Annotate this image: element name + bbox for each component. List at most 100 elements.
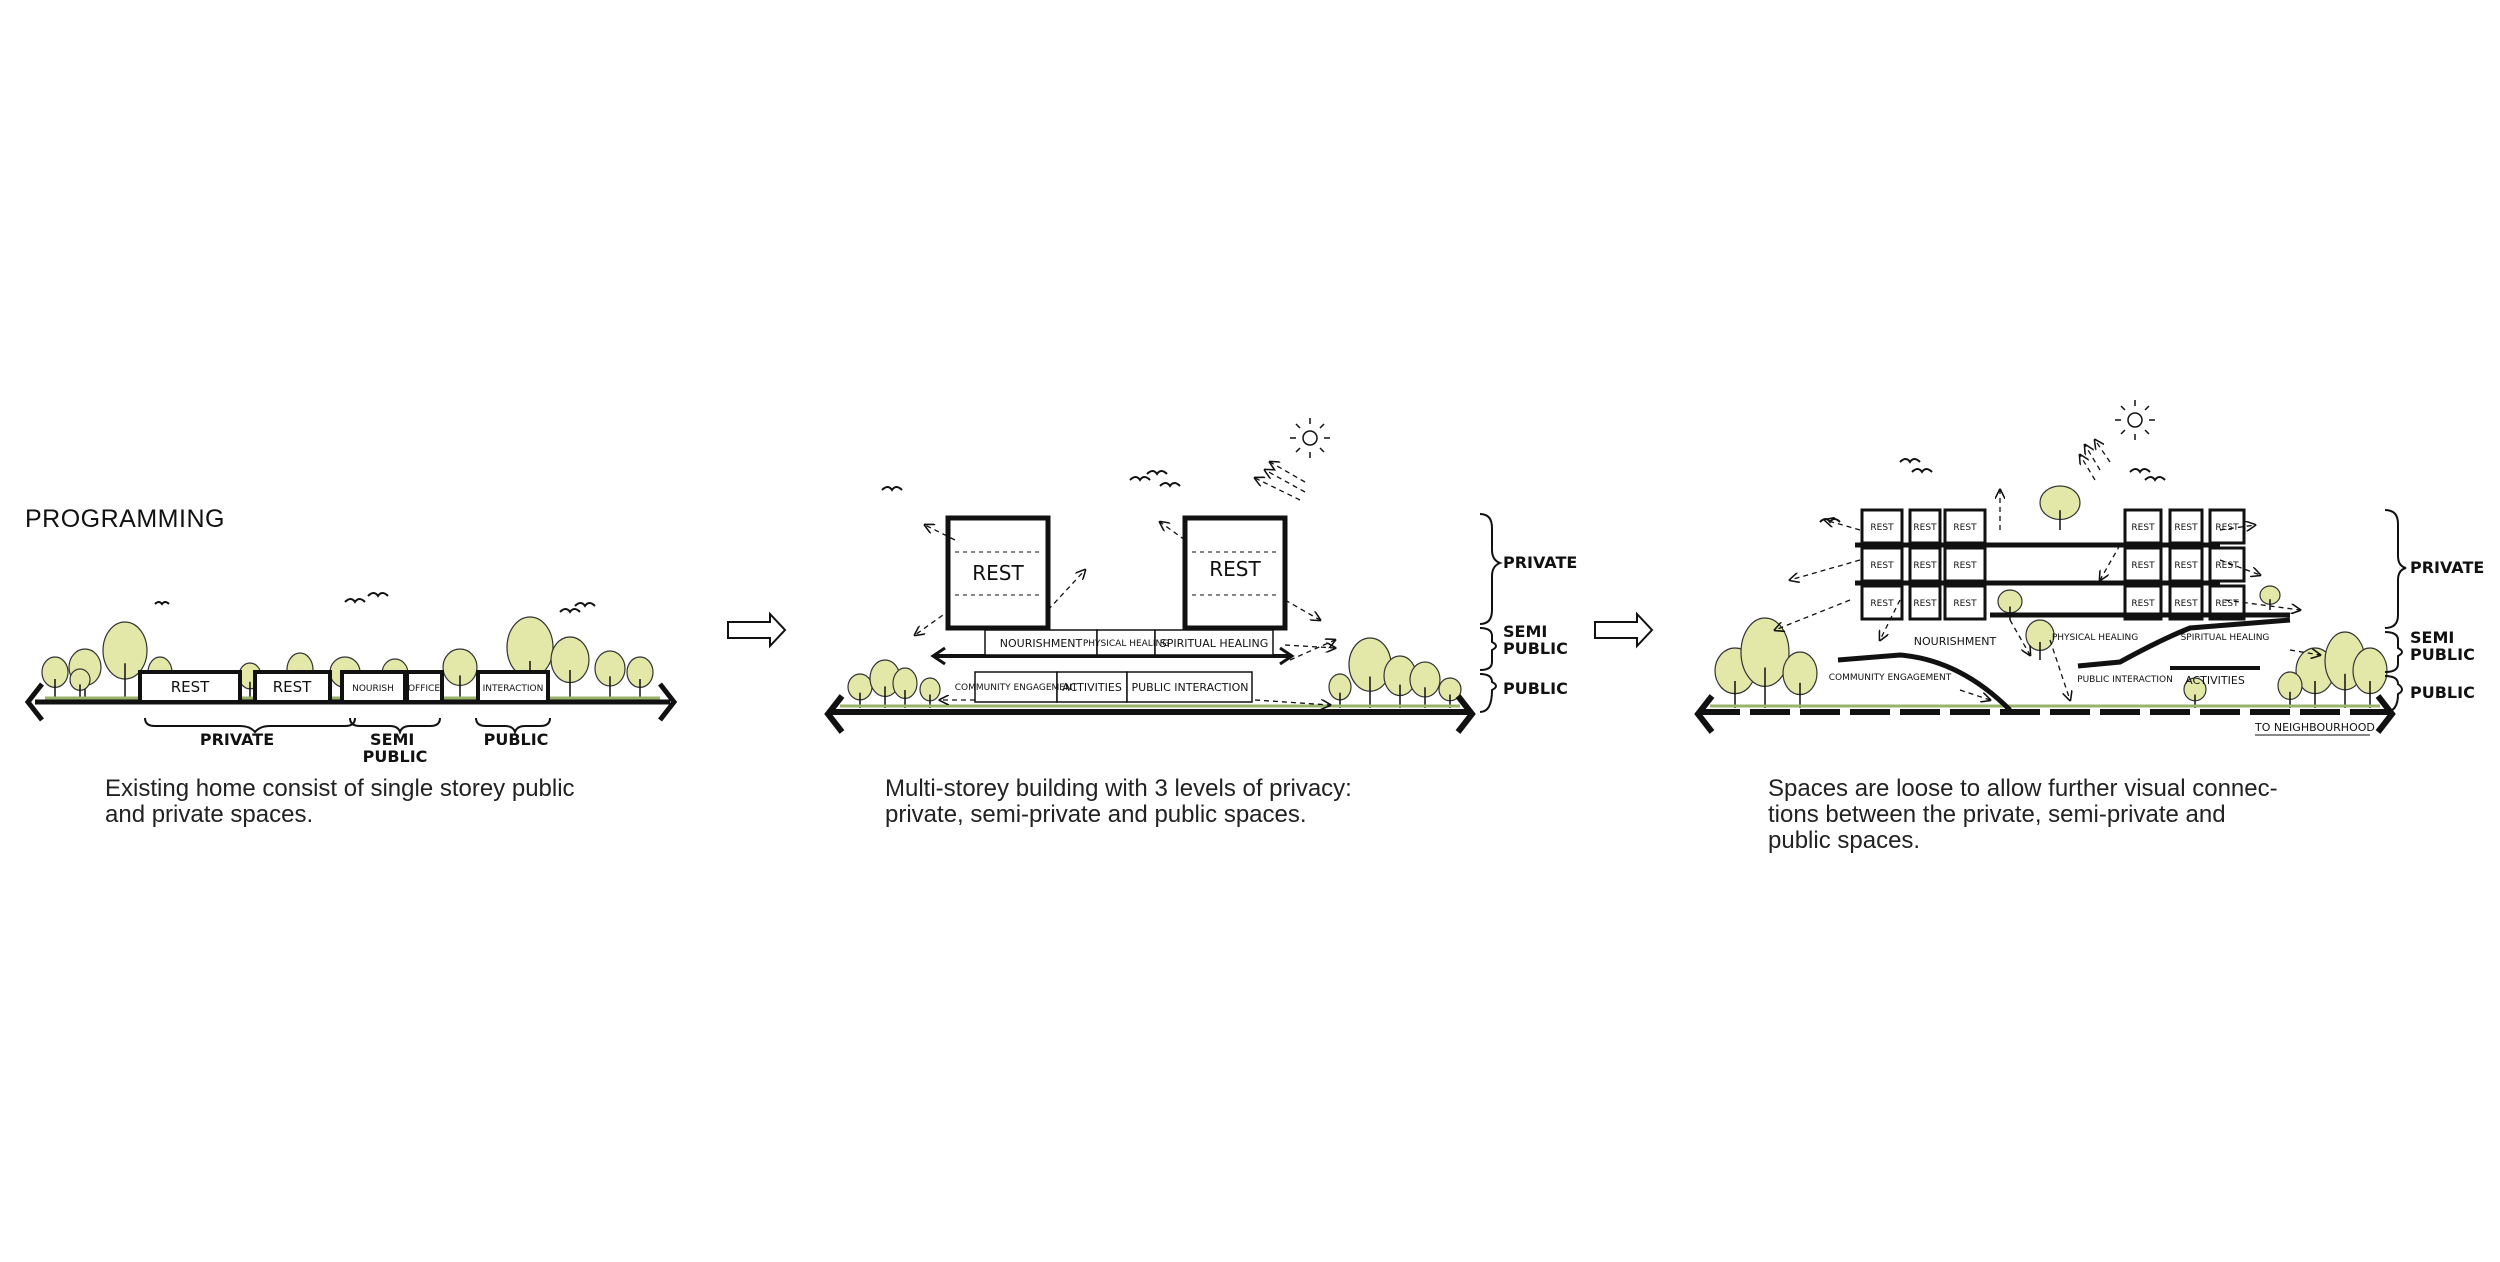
rest-label: REST bbox=[1953, 561, 1977, 571]
room-label: REST bbox=[171, 678, 210, 696]
birds bbox=[881, 470, 1181, 492]
room-label: REST bbox=[972, 561, 1024, 585]
rest-label: REST bbox=[2131, 561, 2155, 571]
room-office bbox=[405, 670, 444, 704]
page-heading: PROGRAMMING bbox=[25, 505, 225, 533]
caption-multi-storey: Multi-storey building with 3 levels of p… bbox=[885, 775, 1352, 828]
tree-icon bbox=[869, 659, 901, 708]
rest-unit bbox=[2123, 546, 2163, 583]
rest-label: REST bbox=[2131, 599, 2155, 609]
rest-label: REST bbox=[1913, 523, 1937, 533]
room-label: OFFICE bbox=[408, 684, 440, 694]
rest-unit bbox=[2208, 546, 2246, 583]
zone-line: SEMI bbox=[370, 730, 414, 749]
room-label: NOURISH bbox=[352, 684, 394, 694]
rest-label: REST bbox=[2215, 523, 2239, 533]
room-label: REST bbox=[273, 678, 312, 696]
birds bbox=[154, 592, 596, 614]
room-label: ACTIVITIES bbox=[1062, 681, 1122, 694]
rest-unit bbox=[1908, 546, 1942, 583]
rest-unit bbox=[1860, 546, 1904, 583]
rest-label: REST bbox=[1913, 599, 1937, 609]
tree-icon bbox=[919, 677, 941, 708]
rest-label: REST bbox=[2215, 561, 2239, 571]
rest-label: REST bbox=[1870, 561, 1894, 571]
tree-icon bbox=[594, 650, 626, 697]
rest-units: REST REST REST REST REST REST REST REST REST REST… bbox=[1860, 508, 2246, 621]
ground-arrow-right bbox=[658, 682, 678, 722]
rest-unit bbox=[1943, 508, 1987, 545]
tower-rest-right bbox=[1182, 515, 1288, 631]
tree-icon bbox=[442, 648, 478, 697]
diagram-existing-home: REST REST NOURISH OFFICE INTERACTION PRI… bbox=[24, 592, 678, 766]
tree-icon bbox=[2025, 619, 2055, 660]
room-label: SPIRITUAL HEALING bbox=[1160, 637, 1269, 650]
zone-label-public: PUBLIC bbox=[1503, 679, 1568, 698]
tree-icon bbox=[2183, 677, 2207, 708]
zone-label-semi-public: SEMI PUBLIC bbox=[2410, 628, 2475, 664]
zone-line: SEMI bbox=[2410, 628, 2454, 647]
room-physical-healing bbox=[1096, 629, 1156, 656]
brace-public bbox=[475, 717, 551, 736]
birds bbox=[1819, 458, 2166, 524]
room-spiritual-healing bbox=[1154, 629, 1274, 656]
tree-icon bbox=[1328, 673, 1352, 708]
zone-label-public: PUBLIC bbox=[2410, 683, 2475, 702]
room-interaction bbox=[476, 670, 550, 704]
rest-unit bbox=[1908, 584, 1942, 621]
room-label: PHYSICAL HEALING bbox=[1083, 639, 1169, 649]
tree-icon bbox=[1740, 617, 1790, 708]
rest-unit bbox=[2208, 508, 2246, 545]
zone-label-private: PRIVATE bbox=[1503, 553, 1577, 572]
rest-label: REST bbox=[1913, 561, 1937, 571]
rest-label: REST bbox=[2215, 599, 2239, 609]
zone-label-private: PRIVATE bbox=[2410, 558, 2484, 577]
tree-icon bbox=[2259, 585, 2281, 610]
program-label: NOURISHMENT bbox=[1914, 635, 1997, 648]
program-label: PHYSICAL HEALING bbox=[2052, 633, 2138, 643]
tree-icon bbox=[550, 636, 590, 697]
zone-line: SEMI bbox=[1503, 622, 1547, 641]
caption-existing-home: Existing home consist of single storey p… bbox=[105, 775, 575, 828]
ground-arrow-right bbox=[1455, 694, 1476, 734]
ground-arrow-left bbox=[824, 694, 845, 734]
ramp-right bbox=[2077, 617, 2291, 669]
tree-icon bbox=[2352, 647, 2388, 708]
brace-public bbox=[2384, 675, 2403, 713]
zone-line: PUBLIC bbox=[2410, 645, 2475, 664]
room-label: NOURISHMENT bbox=[1000, 637, 1083, 650]
trees-diagram-3 bbox=[1714, 485, 2388, 708]
program-label: COMMUNITY ENGAGEMENT bbox=[1829, 673, 1952, 683]
tree-icon bbox=[41, 656, 69, 697]
room-label: COMMUNITY ENGAGEMENT bbox=[955, 683, 1078, 693]
transition-arrow-1 bbox=[727, 611, 787, 649]
room-label: INTERACTION bbox=[483, 684, 544, 694]
program-label: ACTIVITIES bbox=[2185, 674, 2245, 687]
room-label: PUBLIC INTERACTION bbox=[1132, 681, 1249, 694]
program-label: SPIRITUAL HEALING bbox=[2181, 633, 2270, 643]
tree-icon bbox=[69, 668, 91, 697]
rest-label: REST bbox=[2174, 561, 2198, 571]
footer-label: TO NEIGHBOURHOOD bbox=[2254, 721, 2375, 734]
rest-unit bbox=[1943, 584, 1987, 621]
tree-icon bbox=[847, 673, 873, 708]
rest-unit bbox=[2123, 508, 2163, 545]
brace-semi-public bbox=[1479, 627, 1497, 671]
program-label: PUBLIC INTERACTION bbox=[2077, 675, 2173, 685]
view-arrows bbox=[1775, 440, 2320, 700]
zone-label-private: PRIVATE bbox=[200, 730, 274, 749]
rest-unit bbox=[2168, 546, 2204, 583]
tower-rest-left bbox=[945, 515, 1051, 631]
ramp-left bbox=[1837, 652, 2012, 712]
brace-private bbox=[1479, 513, 1503, 625]
zone-label-semi-public: SEMI PUBLIC bbox=[1503, 622, 1568, 658]
transition-arrow-2 bbox=[1594, 611, 1654, 649]
rest-label: REST bbox=[2174, 599, 2198, 609]
tree-icon bbox=[2277, 671, 2303, 708]
ground-arrow-left bbox=[1694, 694, 1715, 734]
sun-icon bbox=[1290, 418, 1330, 458]
rest-label: REST bbox=[1870, 599, 1894, 609]
tree-icon bbox=[892, 667, 918, 708]
